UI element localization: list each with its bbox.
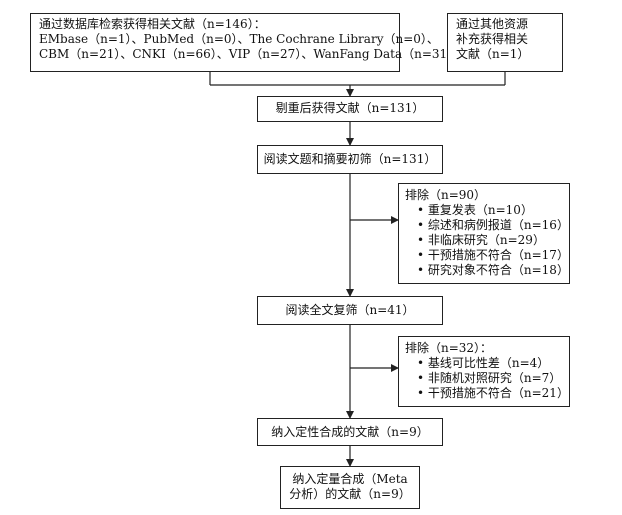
search-line-1: 通过数据库检索获得相关文献（n=146）： [39, 17, 266, 31]
qualitative-synthesis-box: 纳入定性合成的文献（n=9） [257, 418, 443, 446]
exclusion-2-item: • 非随机对照研究（n=7） [417, 371, 562, 385]
search-line-3: CBM（n=21）、CNKI（n=66）、VIP（n=27）、WanFang D… [39, 47, 460, 61]
exclusion-1-item: • 非临床研究（n=29） [417, 233, 545, 247]
qualitative-label: 纳入定性合成的文献（n=9） [271, 425, 429, 439]
meta-line-2: 分析）的文献（n=9） [289, 487, 411, 501]
other-line-3: 文献（n=1） [456, 47, 530, 61]
exclusion-1-item: • 干预措施不符合（n=17） [417, 248, 569, 262]
exclusion-box-2: 排除（n=32）： • 基线可比性差（n=4） • 非随机对照研究（n=7） •… [398, 336, 570, 407]
database-search-box: 通过数据库检索获得相关文献（n=146）： EMbase（n=1）、PubMed… [30, 13, 460, 72]
exclusion-2-item: • 基线可比性差（n=4） [417, 356, 550, 370]
exclusion-1-item: • 重复发表（n=10） [417, 203, 533, 217]
exclusion-2-item: • 干预措施不符合（n=21） [417, 386, 569, 400]
other-line-2: 补充获得相关 [456, 32, 529, 46]
exclusion-box-1: 排除（n=90） • 重复发表（n=10） • 综述和病例报道（n=16） • … [398, 183, 570, 284]
exclusion-1-item: • 综述和病例报道（n=16） [417, 218, 569, 232]
meta-line-1: 纳入定量合成（Meta [292, 472, 408, 486]
fulltext-label: 阅读全文复筛（n=41） [285, 303, 415, 317]
dedup-label: 剔重后获得文献（n=131） [275, 101, 425, 115]
exclusion-1-item: • 研究对象不符合（n=18） [417, 263, 569, 277]
other-line-1: 通过其他资源 [456, 17, 529, 31]
title-abstract-screen-box: 阅读文题和摘要初筛（n=131） [257, 145, 443, 174]
search-line-2: EMbase（n=1）、PubMed（n=0）、The Cochrane Lib… [39, 32, 439, 46]
dedup-box: 剔重后获得文献（n=131） [257, 96, 443, 122]
meta-analysis-box: 纳入定量合成（Meta 分析）的文献（n=9） [280, 466, 420, 509]
exclusion-2-title: 排除（n=32）： [405, 341, 493, 355]
exclusion-1-title: 排除（n=90） [405, 188, 487, 202]
title-screen-label: 阅读文题和摘要初筛（n=131） [263, 152, 437, 166]
other-sources-box: 通过其他资源 补充获得相关 文献（n=1） [447, 13, 563, 72]
fulltext-screen-box: 阅读全文复筛（n=41） [257, 296, 443, 325]
